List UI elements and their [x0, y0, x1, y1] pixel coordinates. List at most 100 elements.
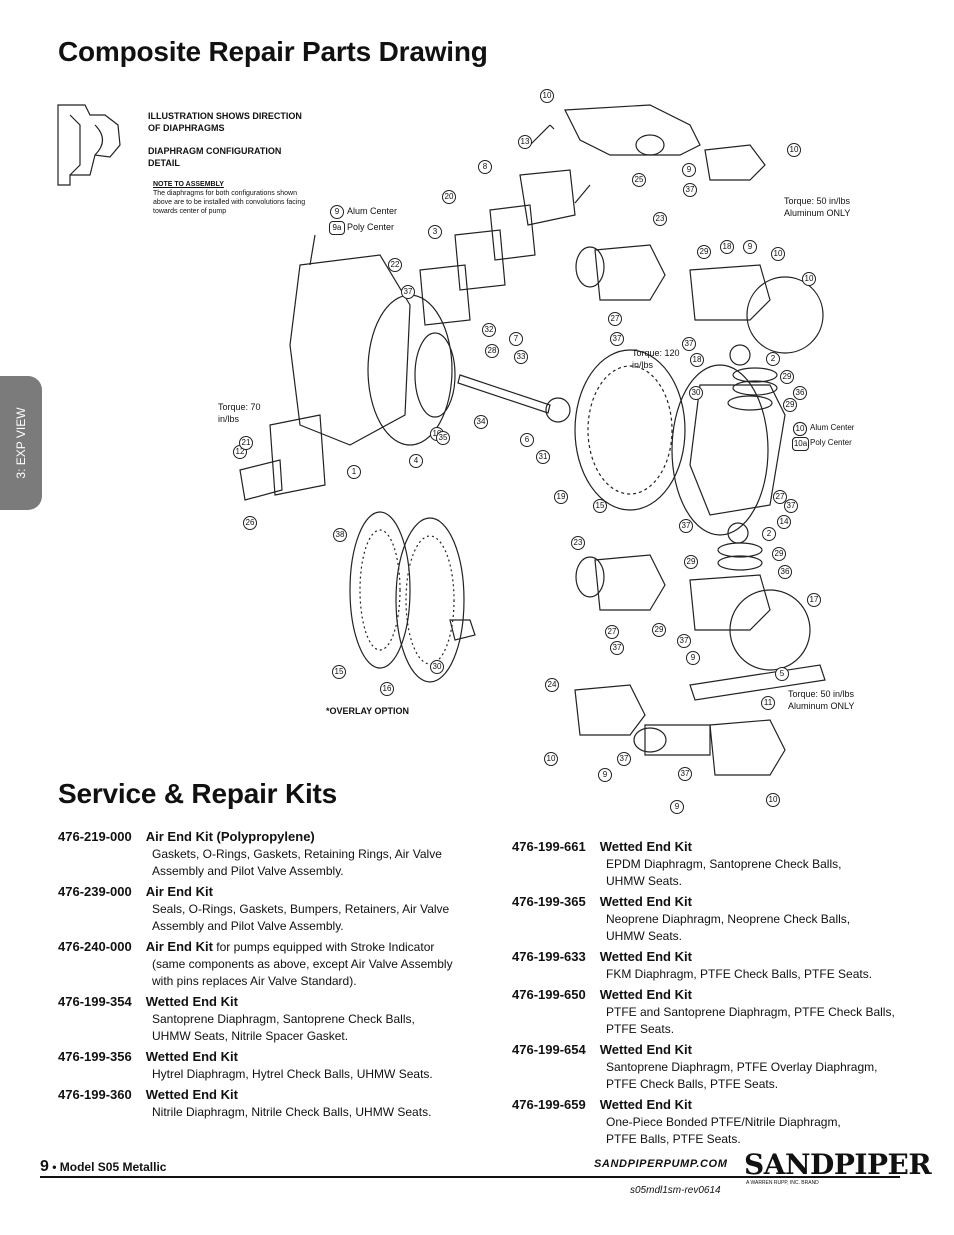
part-callout: 35 — [436, 431, 450, 445]
part-callout: 37 — [617, 752, 631, 766]
part-callout: 9 — [598, 768, 612, 782]
kit-name: Wetted End Kit — [599, 987, 692, 1002]
part-callout: 15 — [332, 665, 346, 679]
kit-part-number: 476-219-000 — [58, 829, 132, 844]
kit-description-line: UHMW Seats. — [606, 929, 683, 943]
part-callout: 10 — [771, 247, 785, 261]
note-to-assembly-title: NOTE TO ASSEMBLY — [153, 181, 224, 188]
legend-9a-label: Poly Center — [347, 222, 395, 232]
part-callout: 9 — [686, 651, 700, 665]
footer-rule — [40, 1176, 900, 1178]
kit-description-line: Assembly and Pilot Valve Assembly. — [152, 919, 344, 933]
doc-code: s05mdl1sm-rev0614 — [630, 1185, 721, 1196]
kit-description-line: One-Piece Bonded PTFE/Nitrile Diaphragm, — [606, 1115, 841, 1129]
part-callout: 36 — [778, 565, 792, 579]
kit-description-line: with pins replaces Air Valve Standard). — [152, 974, 357, 988]
pump-drawing-svg — [57, 104, 826, 776]
page-number: 9 — [40, 1158, 49, 1175]
part-callout: 18 — [690, 353, 704, 367]
part-callout: 10 — [766, 793, 780, 807]
note-to-assembly-text: The diaphragms for both configurations s… — [153, 190, 306, 215]
kit-name: Air End Kit — [145, 884, 213, 899]
part-callout: 13 — [518, 135, 532, 149]
part-callout: 37 — [682, 337, 696, 351]
part-callout: 17 — [807, 593, 821, 607]
legend-9-label: Alum Center — [347, 206, 398, 216]
kit-description-line: UHMW Seats, Nitrile Spacer Gasket. — [152, 1029, 349, 1043]
kit-name: Air End Kit — [145, 939, 213, 954]
legend-10-label: Alum Center — [810, 423, 855, 432]
model-label: • Model S05 Metallic — [48, 1160, 167, 1174]
sandpiper-logo: SANDPIPER — [744, 1148, 932, 1181]
part-callout: 10 — [544, 752, 558, 766]
legend-9a-callout: 9a — [329, 221, 345, 235]
part-callout: 3 — [428, 225, 442, 239]
part-callout: 5 — [775, 667, 789, 681]
part-callout: 37 — [784, 499, 798, 513]
part-callout: 27 — [605, 625, 619, 639]
part-callout: 29 — [684, 555, 698, 569]
part-callout: 31 — [536, 450, 550, 464]
side-tab[interactable]: 3: EXP VIEW — [0, 376, 42, 510]
part-callout: 23 — [571, 536, 585, 550]
part-callout: 37 — [610, 332, 624, 346]
kit-part-number: 476-199-654 — [512, 1042, 586, 1057]
part-callout: 11 — [761, 696, 775, 710]
side-tab-label: 3: EXP VIEW — [14, 407, 28, 479]
part-callout: 36 — [793, 386, 807, 400]
part-callout: 9 — [682, 163, 696, 177]
kit-description-line: Assembly and Pilot Valve Assembly. — [152, 864, 344, 878]
part-callout: 16 — [380, 682, 394, 696]
part-callout: 2 — [762, 527, 776, 541]
kit-description-line: Santoprene Diaphragm, PTFE Overlay Diaph… — [606, 1060, 878, 1074]
part-callout: 32 — [482, 323, 496, 337]
torque-note-top: Torque: 50 in/lbs Aluminum ONLY — [784, 196, 851, 218]
page-title: Composite Repair Parts Drawing — [58, 36, 488, 67]
part-callout: 9 — [743, 240, 757, 254]
part-callout: 33 — [514, 350, 528, 364]
part-callout: 37 — [678, 767, 692, 781]
kit-name: Wetted End Kit — [145, 994, 238, 1009]
part-callout: 10a — [792, 437, 809, 451]
part-callout: 26 — [243, 516, 257, 530]
part-callout: 37 — [401, 285, 415, 299]
part-callout: 1 — [347, 465, 361, 479]
exploded-drawing: ILLUSTRATION SHOWS DIRECTION OF DIAPHRAG… — [50, 85, 880, 820]
kit-description-line: (same components as above, except Air Va… — [152, 957, 453, 971]
part-callout: 20 — [442, 190, 456, 204]
kit-description-line: Seals, O-Rings, Gaskets, Bumpers, Retain… — [152, 902, 450, 916]
part-callout: 25 — [632, 173, 646, 187]
part-callout: 10 — [540, 89, 554, 103]
kit-description-line: EPDM Diaphragm, Santoprene Check Balls, — [606, 857, 842, 871]
part-callout: 9 — [670, 800, 684, 814]
kit-description-line: Santoprene Diaphragm, Santoprene Check B… — [152, 1012, 415, 1026]
kit-description-line: Neoprene Diaphragm, Neoprene Check Balls… — [606, 912, 851, 926]
part-callout: 19 — [554, 490, 568, 504]
part-callout: 27 — [773, 490, 787, 504]
part-callout: 29 — [652, 623, 666, 637]
part-callout: 10 — [802, 272, 816, 286]
part-callout: 22 — [388, 258, 402, 272]
website-link[interactable]: SANDPIPERPUMP.COM — [594, 1158, 728, 1170]
part-callout: 37 — [683, 183, 697, 197]
kit-part-number: 476-199-356 — [58, 1049, 132, 1064]
kit-part-number: 476-199-659 — [512, 1097, 586, 1112]
part-callout: 37 — [677, 634, 691, 648]
config-note: DIAPHRAGM CONFIGURATION DETAIL — [148, 146, 282, 168]
part-callout: 15 — [593, 499, 607, 513]
